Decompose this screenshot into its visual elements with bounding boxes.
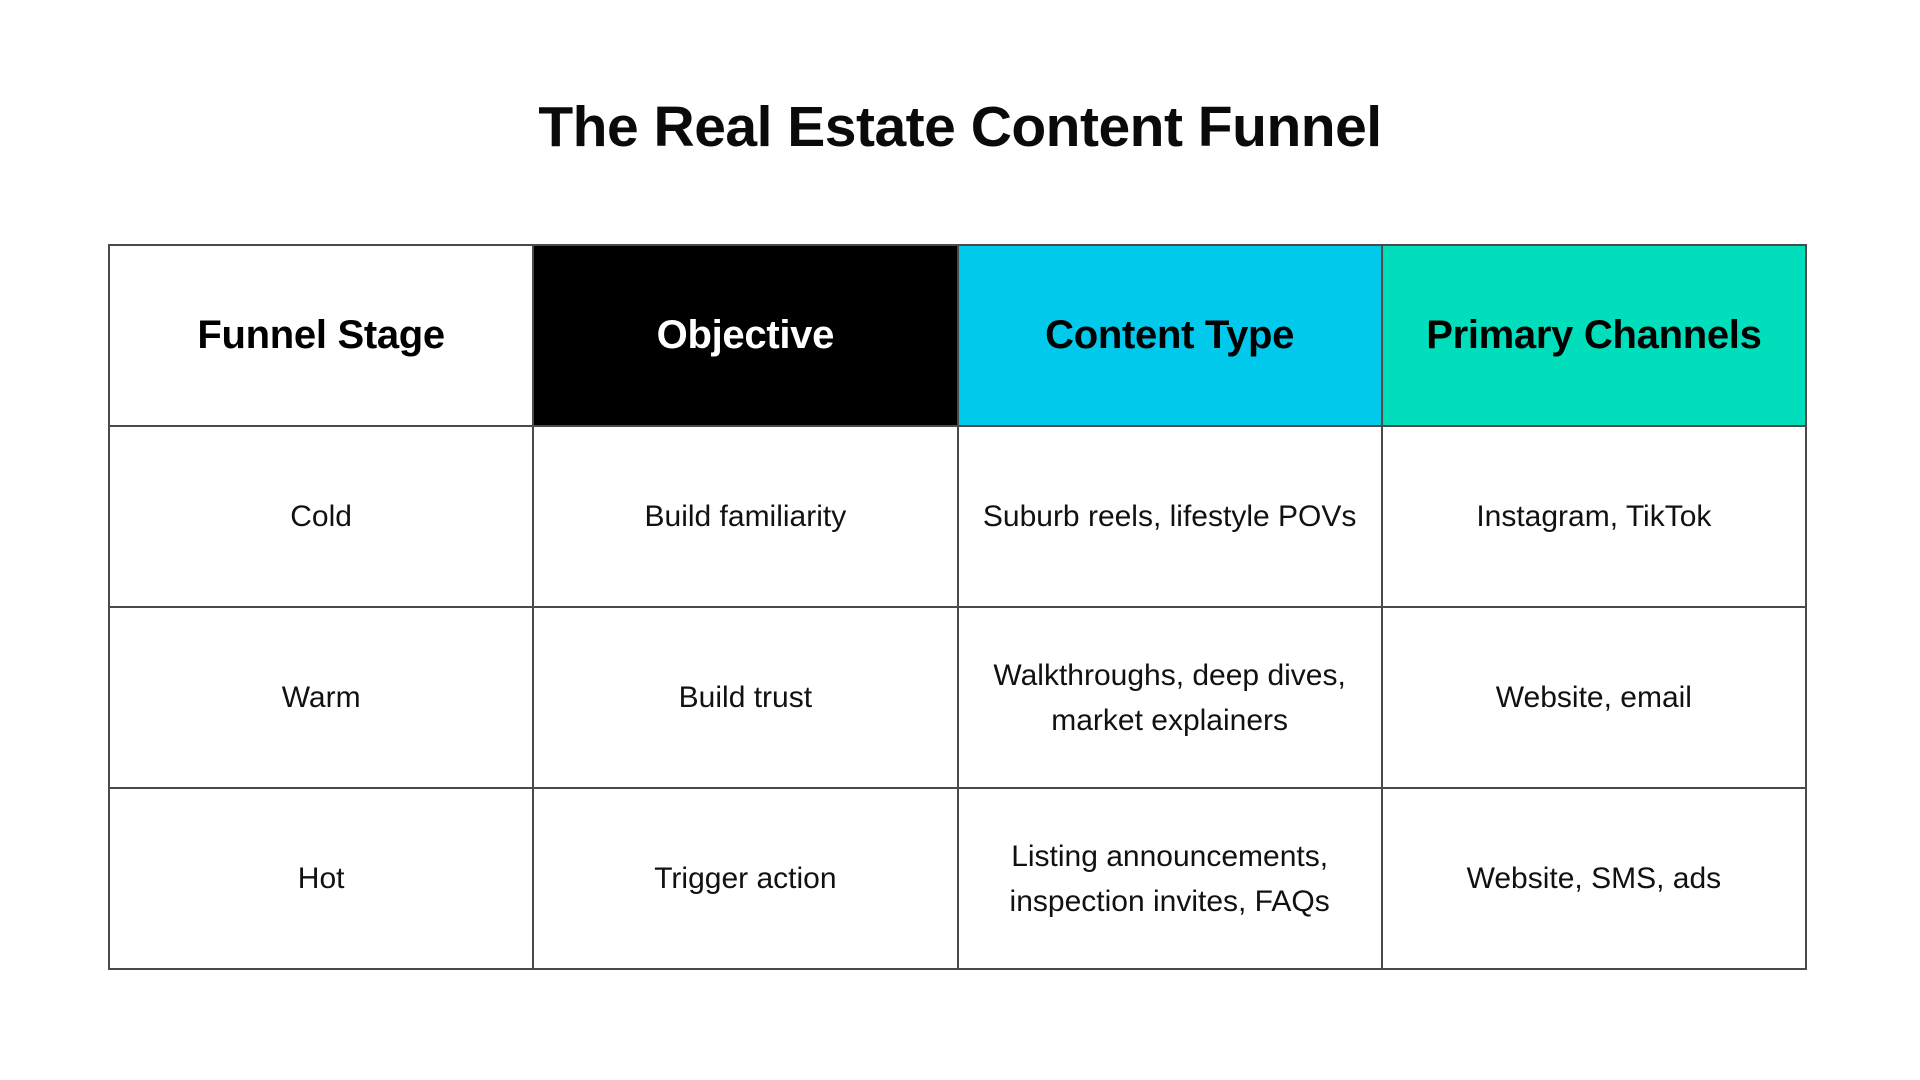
header-funnel-stage: Funnel Stage: [107, 244, 535, 427]
page-title: The Real Estate Content Funnel: [538, 95, 1382, 159]
cell-objective: Trigger action: [532, 787, 959, 970]
header-primary-channels: Primary Channels: [1380, 244, 1808, 427]
table-row-hot: Hot Trigger action Listing announcements…: [107, 787, 1808, 970]
cell-primary-channels: Website, email: [1380, 606, 1808, 789]
header-content-type: Content Type: [956, 244, 1383, 427]
cell-funnel-stage: Cold: [107, 425, 535, 608]
cell-content-type: Walkthroughs, deep dives, market explain…: [956, 606, 1383, 789]
table-row-warm: Warm Build trust Walkthroughs, deep dive…: [107, 606, 1808, 789]
cell-objective: Build familiarity: [532, 425, 959, 608]
cell-funnel-stage: Warm: [107, 606, 535, 789]
header-objective: Objective: [532, 244, 959, 427]
cell-content-type: Listing announcements, inspection invite…: [956, 787, 1383, 970]
cell-primary-channels: Website, SMS, ads: [1380, 787, 1808, 970]
content-funnel-table: Funnel Stage Objective Content Type Prim…: [107, 244, 1808, 970]
table-row-cold: Cold Build familiarity Suburb reels, lif…: [107, 425, 1808, 608]
table-header-row: Funnel Stage Objective Content Type Prim…: [107, 244, 1808, 427]
cell-funnel-stage: Hot: [107, 787, 535, 970]
cell-content-type: Suburb reels, lifestyle POVs: [956, 425, 1383, 608]
cell-primary-channels: Instagram, TikTok: [1380, 425, 1808, 608]
cell-objective: Build trust: [532, 606, 959, 789]
